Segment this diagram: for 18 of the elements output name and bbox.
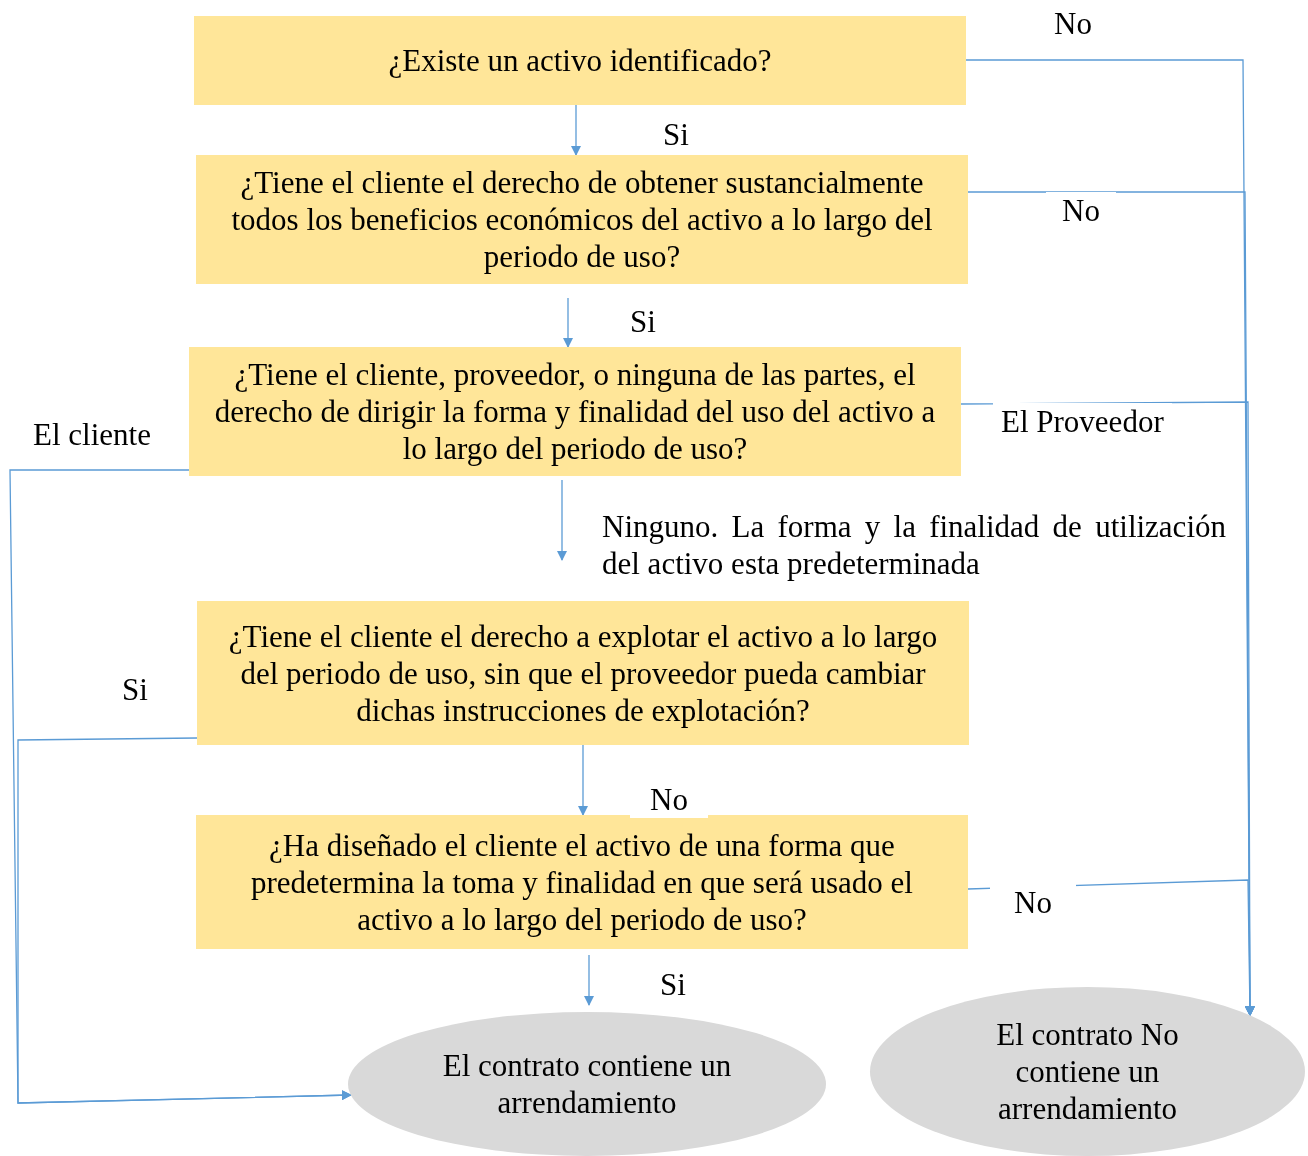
arrow — [563, 297, 573, 348]
arrow — [571, 104, 581, 156]
node-text: El contrato No contiene un arrendamiento — [995, 1016, 1180, 1127]
node-text: ¿Ha diseñado el cliente el activo de una forma que predetermina la toma y finalidad en que será usado el activo a lo largo del periodo de uso? — [250, 826, 914, 938]
decision-box — [189, 347, 961, 476]
node-text: El contrato contiene un arrendamiento — [441, 1047, 733, 1121]
arrow — [578, 744, 588, 816]
arrow — [17, 737, 352, 1104]
decision-box — [196, 155, 968, 284]
decision-box — [197, 601, 969, 745]
decision-box — [196, 815, 968, 949]
arrow — [584, 954, 594, 1006]
decision-box — [194, 16, 966, 105]
node-text: ¿Existe un activo identificado? — [388, 42, 772, 79]
arrow — [557, 479, 567, 561]
node-text: ¿Tiene el cliente, proveedor, o ninguna de las partes, el derecho de dirigir la forma y finalidad del uso del activo a lo largo del periodo de uso? — [213, 356, 937, 467]
node-text: ¿Tiene el cliente el derecho a explotar el activo a lo largo del periodo de uso, sin que el proveedor pueda cambiar dichas instrucciones de explotación? — [227, 617, 939, 729]
node-text: ¿Tiene el cliente el derecho de obtener sustancialmente todos los beneficios económicos del activo a lo largo del periodo de uso? — [230, 164, 934, 275]
